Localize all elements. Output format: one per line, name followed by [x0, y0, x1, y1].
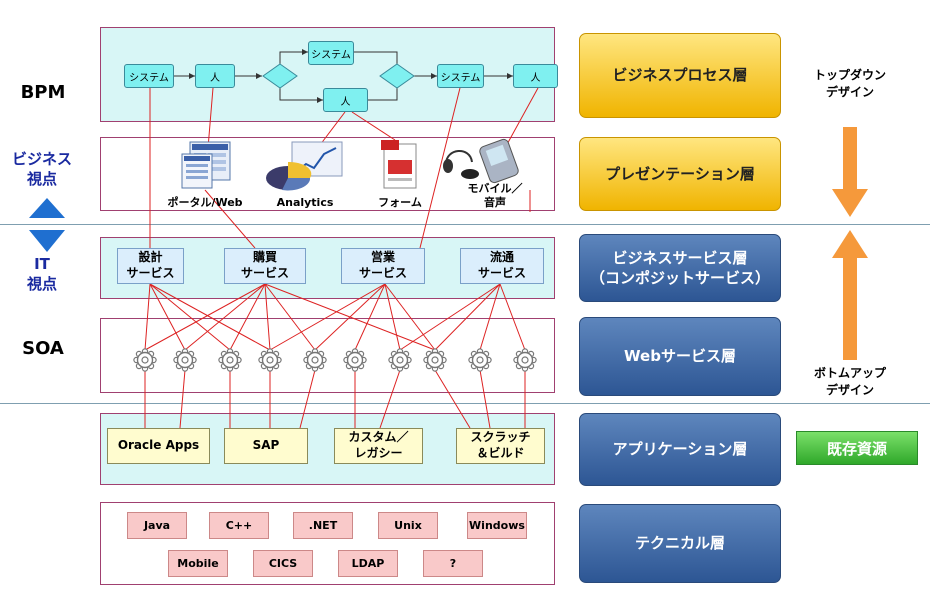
top-down-design-label: トップダウン デザイン: [800, 67, 900, 101]
gear-icon: [468, 348, 492, 372]
layer-business-process: ビジネスプロセス層: [579, 33, 781, 118]
app-scratch-line1: スクラッチ: [470, 430, 531, 445]
app-custom-line1: カスタム／: [348, 430, 409, 445]
service-distribution-line1: 流通: [489, 250, 514, 265]
service-design-line2: サービス: [126, 266, 175, 280]
bottom-up-line1: ボトムアップ: [813, 366, 886, 380]
form-label: フォーム: [378, 196, 422, 209]
layer-business-service-line2: （コンポジットサービス）: [589, 269, 770, 287]
tech-java: Java: [127, 512, 187, 539]
app-scratch-build: スクラッチ＆ビルド: [456, 428, 545, 464]
process-node-person-3: 人: [513, 64, 558, 88]
gear-icon: [173, 348, 197, 372]
bottom-up-design-label: ボトムアップ デザイン: [800, 365, 900, 399]
down-arrow-icon: [832, 127, 868, 217]
form-document-icon: [381, 140, 417, 189]
app-scratch-line2: ＆ビルド: [476, 446, 525, 460]
app-custom-line2: レガシー: [354, 446, 403, 460]
divider-soa-app: [0, 403, 930, 404]
merge-diamond-icon: [379, 63, 415, 89]
gear-icon: [343, 348, 367, 372]
layer-presentation: プレゼンテーション層: [579, 137, 781, 211]
service-sales: 営業サービス: [341, 248, 425, 284]
up-down-arrow-icon: [29, 198, 65, 252]
gear-icon: [218, 348, 242, 372]
analytics-label: Analytics: [276, 196, 334, 209]
layer-technical: テクニカル層: [579, 504, 781, 583]
analytics-chart-icon: [266, 141, 343, 191]
service-distribution: 流通サービス: [460, 248, 544, 284]
up-arrow-icon: [832, 230, 868, 360]
service-design-line1: 設計: [138, 250, 163, 265]
service-distribution-line2: サービス: [477, 266, 526, 280]
divider-business-it: [0, 224, 930, 225]
app-oracle: Oracle Apps: [107, 428, 210, 464]
gear-icon: [133, 348, 157, 372]
layer-business-service: ビジネスサービス層 （コンポジットサービス）: [579, 234, 781, 302]
label-it-view: IT 視点: [2, 255, 82, 294]
layer-web-service: Webサービス層: [579, 317, 781, 396]
mobile-voice-icon: [443, 138, 519, 184]
label-soa: SOA: [22, 338, 64, 359]
tech-cics: CICS: [253, 550, 313, 577]
portal-web-icon: [181, 141, 231, 189]
app-custom-legacy: カスタム／レガシー: [334, 428, 423, 464]
tech-cpp: C++: [209, 512, 269, 539]
process-node-system-3: システム: [437, 64, 484, 88]
mobile-voice-label-line2: 音声: [484, 196, 506, 210]
process-node-person-2: 人: [323, 88, 368, 112]
label-it-view-line1: IT: [34, 255, 50, 273]
label-business-view-line2: 視点: [26, 169, 57, 188]
mobile-voice-label: モバイル／ 音声: [450, 182, 540, 211]
layer-business-service-line1: ビジネスサービス層: [612, 248, 748, 267]
mobile-voice-label-line1: モバイル／: [467, 182, 523, 195]
process-node-person-1: 人: [195, 64, 235, 88]
bottom-up-line2: デザイン: [825, 382, 874, 397]
tech-unknown: ?: [423, 550, 483, 577]
app-sap: SAP: [224, 428, 308, 464]
gear-icon: [303, 348, 327, 372]
decision-diamond-icon: [262, 63, 298, 89]
gear-icon: [423, 348, 447, 372]
portal-web-label: ポータル/Web: [167, 196, 243, 209]
label-it-view-line2: 視点: [26, 274, 57, 293]
service-sales-line2: サービス: [358, 266, 407, 280]
legacy-assets-badge: 既存資源: [796, 431, 918, 465]
label-bpm: BPM: [20, 82, 66, 103]
service-purchasing-line1: 購買: [252, 250, 277, 265]
service-sales-line1: 営業: [370, 250, 395, 265]
label-business-view-line1: ビジネス: [11, 150, 72, 168]
process-node-system-2: システム: [308, 41, 354, 65]
gear-icon: [513, 348, 537, 372]
gear-icon: [388, 348, 412, 372]
service-purchasing-line2: サービス: [240, 266, 289, 280]
top-down-line1: トップダウン: [813, 68, 886, 82]
gear-icon: [258, 348, 282, 372]
layer-application: アプリケーション層: [579, 413, 781, 486]
tech-windows: Windows: [467, 512, 527, 539]
tech-ldap: LDAP: [338, 550, 398, 577]
process-node-system-1: システム: [124, 64, 174, 88]
service-purchasing: 購買サービス: [224, 248, 306, 284]
tech-unix: Unix: [378, 512, 438, 539]
service-design: 設計サービス: [117, 248, 184, 284]
tech-net: .NET: [293, 512, 353, 539]
top-down-line2: デザイン: [825, 84, 874, 99]
tech-mobile: Mobile: [168, 550, 228, 577]
label-business-view: ビジネス 視点: [2, 150, 82, 189]
